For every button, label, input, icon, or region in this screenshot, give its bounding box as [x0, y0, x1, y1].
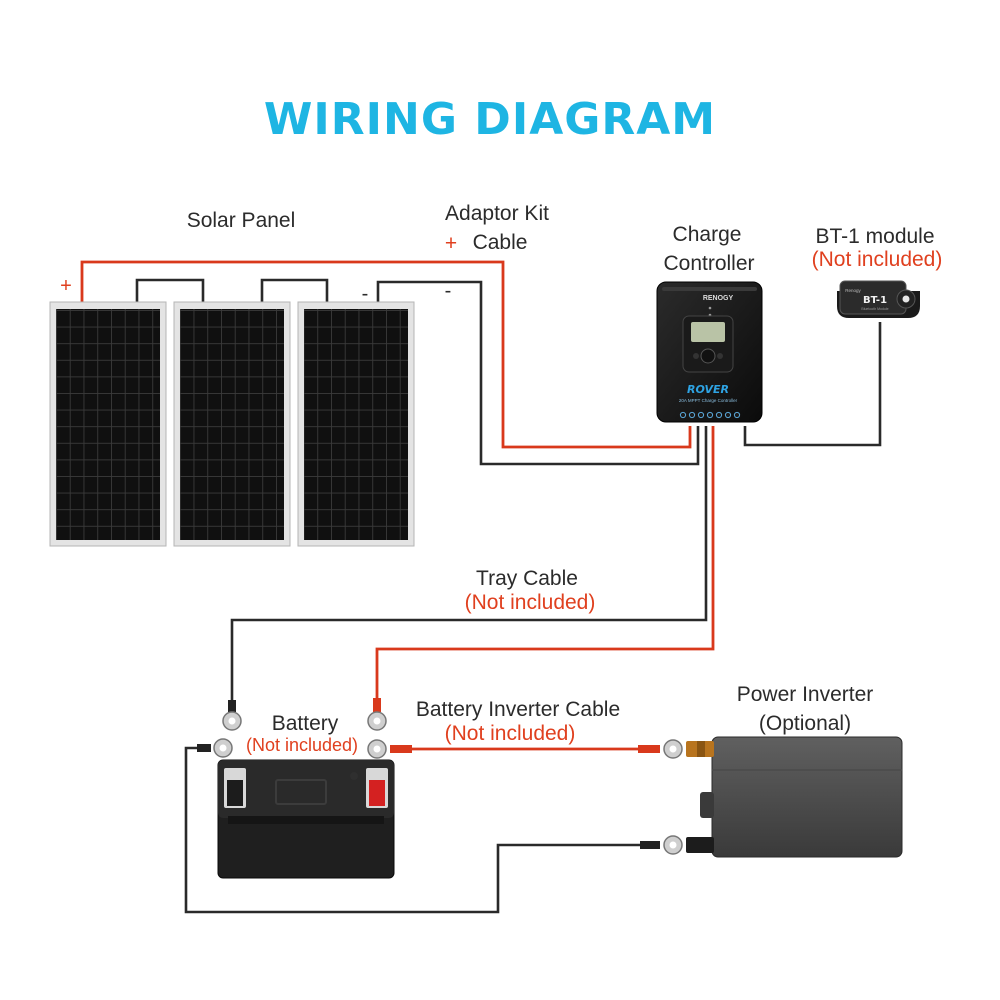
battery-inverter-cable-not-included: (Not included)	[445, 722, 576, 745]
power-inverter	[686, 736, 903, 858]
bt1-brand: Renogy	[845, 288, 861, 293]
battery-positive-ring-terminal-top	[367, 698, 387, 731]
battery-positive-ring-terminal-side	[367, 739, 412, 759]
tray-cable-positive	[375, 426, 715, 703]
controller-terminals	[679, 411, 741, 419]
panel-positive-sign: +	[60, 275, 72, 297]
inverter-positive-ring-terminal	[638, 739, 683, 759]
charge-controller: RENOGY ROVER 20A MPPT Charge Controller	[656, 281, 763, 423]
inverter-negative-ring-terminal	[640, 835, 683, 855]
diagram-title: WIRING DIAGRAM	[264, 94, 716, 145]
battery-not-included: (Not included)	[246, 735, 358, 755]
controller-subtitle: 20A MPPT Charge Controller	[679, 398, 738, 403]
controller-menu-button	[700, 348, 716, 364]
adaptor-negative-wire	[376, 280, 700, 466]
controller-lcd	[691, 322, 725, 342]
bt1-not-included: (Not included)	[812, 248, 943, 271]
tray-cable-negative	[230, 426, 708, 703]
battery-inverter-cable-label: Battery Inverter Cable	[416, 698, 620, 721]
power-inverter-label-line2: (Optional)	[759, 712, 851, 735]
tray-cable-not-included: (Not included)	[465, 591, 596, 614]
solar-panel-label: Solar Panel	[187, 209, 296, 232]
bt1-subtitle: Bluetooth Module	[861, 307, 888, 311]
adaptor-kit-label-line2: Cable	[473, 231, 528, 254]
bt1-cable	[743, 322, 882, 447]
tray-cable-label: Tray Cable	[476, 567, 578, 590]
adaptor-kit-plus-sign: +	[445, 232, 457, 255]
battery-negative-ring-terminal-top	[222, 700, 242, 731]
adaptor-kit-label-line1: Adaptor Kit	[445, 202, 549, 225]
bt1-module-label: BT-1 module	[815, 225, 934, 248]
panel-series-jumper-2	[260, 278, 329, 304]
bt1-name: BT-1	[863, 295, 887, 306]
solar-panel-1	[49, 301, 167, 547]
battery-negative-ring-terminal-side	[197, 738, 233, 758]
panel-series-jumper-1	[135, 278, 205, 304]
solar-panel-2	[173, 301, 291, 547]
controller-brand: RENOGY	[703, 295, 734, 302]
battery	[217, 759, 395, 879]
power-inverter-label-line1: Power Inverter	[737, 683, 874, 706]
adaptor-positive-wire	[80, 260, 692, 449]
battery-label: Battery	[272, 712, 339, 735]
bt1-module: Renogy BT-1 Bluetooth Module	[837, 280, 920, 318]
charge-controller-label-line1: Charge	[673, 223, 742, 246]
adaptor-kit-minus-sign: -	[445, 280, 452, 302]
solar-panel-3	[297, 301, 415, 547]
panel-negative-sign: -	[362, 283, 369, 305]
inverter-negative-terminal	[686, 837, 714, 853]
charge-controller-label-line2: Controller	[663, 252, 754, 275]
controller-model: ROVER	[687, 383, 729, 396]
inverter-negative-wire	[184, 746, 642, 914]
